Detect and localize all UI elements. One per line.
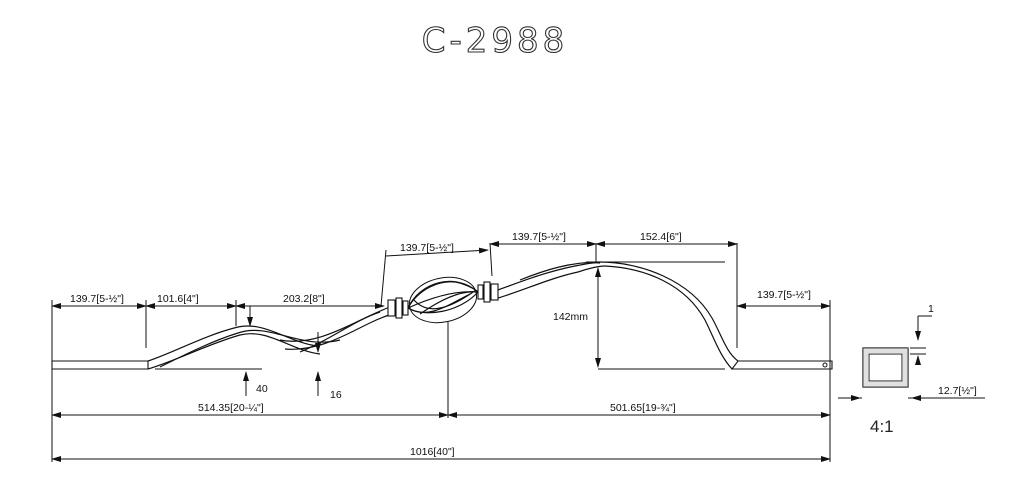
dim-wave-40: 40 bbox=[256, 383, 268, 395]
dim-wave-16: 16 bbox=[330, 389, 342, 401]
dimension-labels: 139.7[5-½"] 101.6[4"] 203.2[8"] 139.7[5-… bbox=[70, 231, 811, 458]
dim-left-total: 514.35[20-¼"] bbox=[198, 402, 264, 414]
dim-203-2: 203.2[8"] bbox=[283, 293, 325, 305]
scale-label: 4:1 bbox=[870, 417, 894, 436]
dim-101-6: 101.6[4"] bbox=[157, 293, 199, 305]
bar-profile bbox=[51, 261, 833, 370]
dim-right-total: 501.65[19-¾"] bbox=[610, 402, 676, 414]
dim-height-142: 142mm bbox=[553, 311, 588, 323]
dim-left-end: 139.7[5-½"] bbox=[70, 293, 124, 305]
basket-twist bbox=[407, 276, 479, 324]
dim-wall: 1 bbox=[928, 303, 934, 315]
extension-lines bbox=[51, 242, 831, 462]
drawing-title: C-2988 bbox=[422, 21, 569, 61]
dim-152-4: 152.4[6"] bbox=[640, 231, 682, 243]
dim-right-end: 139.7[5-½"] bbox=[757, 289, 811, 301]
dim-tube: 12.7[½"] bbox=[938, 385, 977, 397]
dimension-lines bbox=[51, 241, 831, 462]
dim-overall: 1016[40"] bbox=[410, 446, 455, 458]
dim-basket-left: 139.7[5-½"] bbox=[400, 242, 454, 254]
dim-basket-right: 139.7[5-½"] bbox=[512, 231, 566, 243]
tube-section-detail: 1 12.7[½"] 4:1 bbox=[838, 303, 985, 436]
